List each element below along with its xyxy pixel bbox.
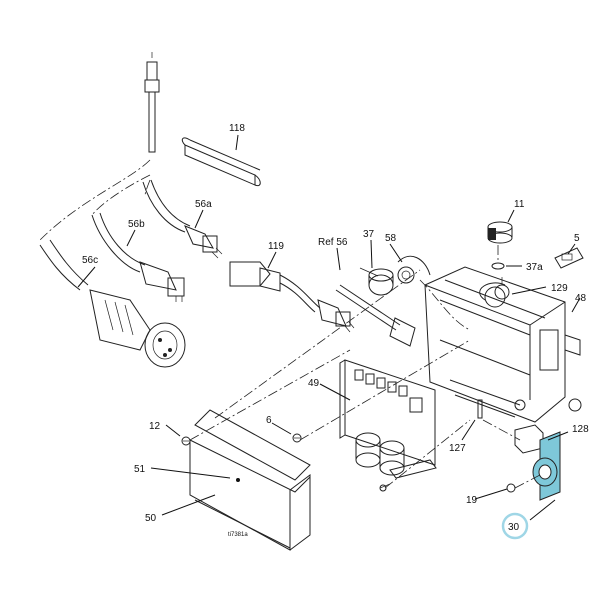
callout-11: 11 (514, 199, 525, 210)
screw-board (379, 484, 387, 492)
callout-30: 30 (508, 522, 520, 533)
callout-ref56: Ref 56 (318, 237, 348, 248)
callout-56c: 56c (82, 255, 98, 266)
part-118-clip (181, 137, 261, 187)
part-58-fitting (397, 255, 431, 284)
part-5-cap (554, 247, 584, 269)
ref56-rod (335, 284, 416, 347)
screw-6 (292, 433, 302, 443)
part-37-switch (359, 267, 394, 296)
callout-56b: 56b (128, 219, 145, 230)
leader-lines (77, 134, 581, 521)
screw-12 (181, 436, 191, 446)
cord-56b (91, 174, 185, 302)
part-11-knob (487, 221, 513, 244)
screw-19 (506, 483, 516, 493)
screw-127 (477, 399, 483, 419)
figure-id: ti7381a (228, 532, 248, 538)
callout-58: 58 (385, 233, 397, 244)
callout-6: 6 (266, 415, 272, 426)
callout-19: 19 (466, 495, 478, 506)
callout-56a: 56a (195, 199, 212, 210)
cord-56c (39, 52, 186, 368)
callout-119: 119 (268, 241, 284, 252)
callout-37a: 37a (526, 262, 543, 273)
part-37a-washer (491, 262, 505, 270)
part-128 (514, 424, 544, 454)
callout-118: 118 (229, 123, 245, 134)
cord-56a (142, 179, 223, 259)
part-129 (494, 277, 510, 300)
callout-129: 129 (551, 283, 568, 294)
callout-128: 128 (572, 424, 589, 435)
highlight-circle-30 (501, 512, 529, 540)
cover-50 (189, 409, 311, 551)
cord-119 (229, 261, 355, 333)
board-49 (339, 359, 437, 489)
callout-127: 127 (449, 443, 466, 454)
callout-50: 50 (145, 513, 157, 524)
callout-51: 51 (134, 464, 146, 475)
callout-12: 12 (149, 421, 161, 432)
callout-5: 5 (574, 233, 580, 244)
part-30-bracket (532, 431, 561, 501)
callout-37: 37 (363, 229, 375, 240)
assembly-lines (189, 245, 541, 489)
housing-48 (424, 266, 582, 423)
callout-49: 49 (308, 378, 320, 389)
callout-48: 48 (575, 293, 587, 304)
